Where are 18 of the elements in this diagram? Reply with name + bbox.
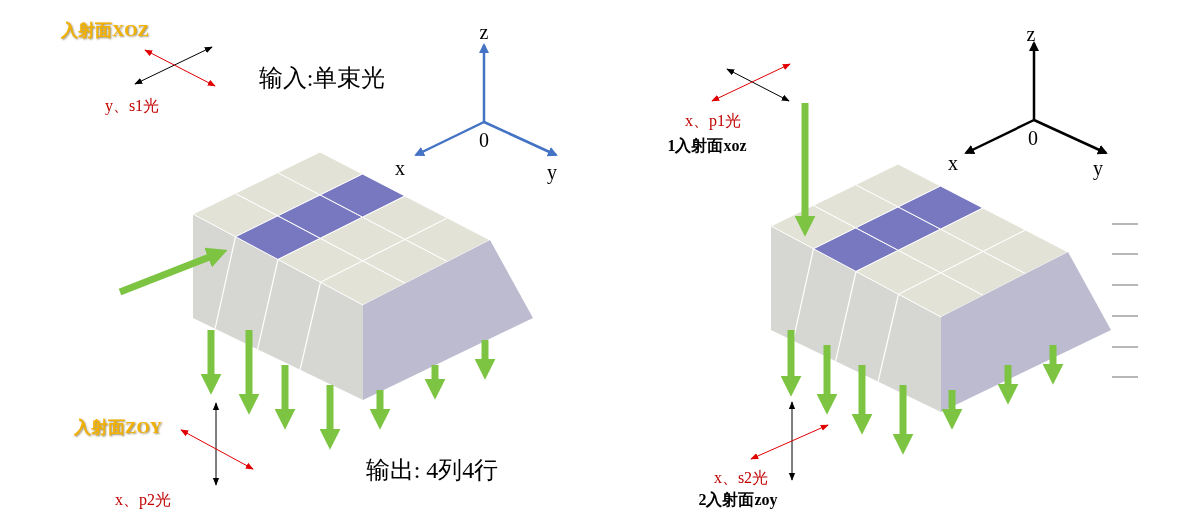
- polarization-label: y、s1光: [104, 98, 160, 114]
- origin-label: 0: [1028, 128, 1038, 148]
- output-caption: 输出: 4列4行: [365, 458, 499, 482]
- polarization-label: x、p1光: [685, 113, 741, 129]
- input-caption: 输入:单束光: [258, 66, 386, 90]
- origin-label: 0: [479, 130, 489, 150]
- plane-label: 入射面XOZ: [61, 21, 149, 39]
- axis-label: x: [948, 153, 958, 173]
- plane-label: 入射面ZOY: [74, 418, 162, 436]
- axis-label: x: [395, 158, 405, 178]
- axis-label: z: [1026, 24, 1036, 44]
- plane-label: 2入射面zoy: [698, 492, 778, 508]
- axis-label: y: [547, 162, 557, 182]
- axis-label: y: [1093, 158, 1103, 178]
- axis-label: z: [479, 22, 489, 42]
- plane-label: 1入射面xoz: [667, 138, 747, 154]
- polarization-label: x、s2光: [713, 470, 769, 486]
- polarization-label: x、p2光: [115, 492, 171, 508]
